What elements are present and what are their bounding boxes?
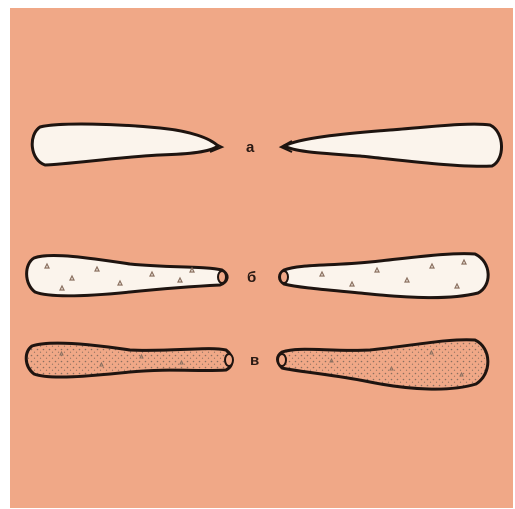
right-opening-b	[280, 271, 288, 283]
label-c: в	[250, 352, 259, 369]
row-b: б	[27, 254, 489, 298]
left-shape-a	[32, 124, 218, 165]
right-shape-a	[284, 124, 502, 166]
right-shape-b	[280, 254, 489, 298]
left-shape-b	[27, 256, 227, 296]
right-shape-c	[278, 340, 488, 389]
left-opening-c	[225, 354, 233, 366]
left-opening-b	[218, 271, 226, 283]
label-a: а	[246, 139, 255, 156]
left-shape-c	[26, 343, 232, 377]
right-opening-c	[278, 354, 286, 366]
row-c: в	[26, 340, 488, 389]
row-a: а	[32, 124, 501, 166]
label-b: б	[247, 269, 256, 286]
